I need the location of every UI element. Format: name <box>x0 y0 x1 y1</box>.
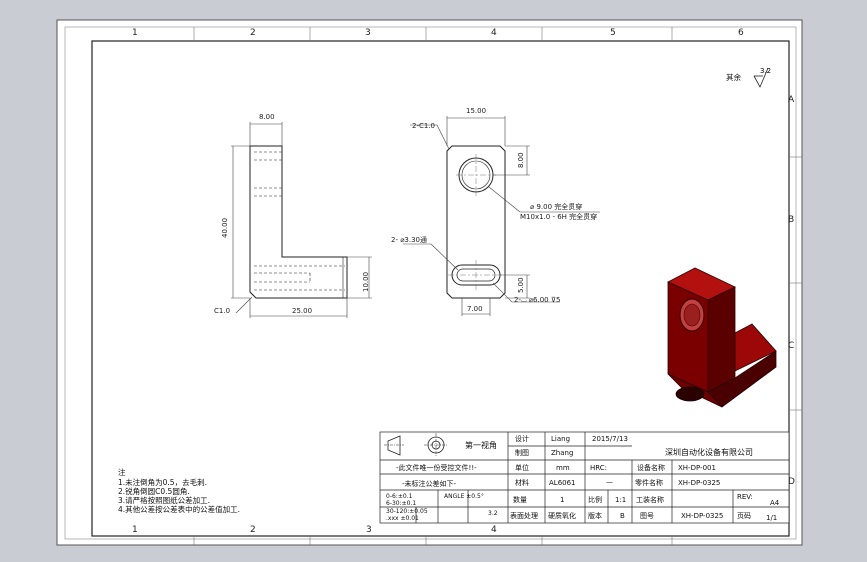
zone-row-a: A <box>788 95 795 105</box>
unit-value: mm <box>556 464 570 472</box>
projection-symbol-icon <box>384 433 448 457</box>
material-label: 材料 <box>515 478 529 487</box>
front-view-dims <box>403 116 600 316</box>
iso-slot <box>675 386 705 402</box>
front-view-outline <box>446 145 506 299</box>
part-name-value: XH-DP-0325 <box>678 479 720 487</box>
tol-line-1: 0-6:±0.1 <box>386 493 413 500</box>
hrc-value: — <box>606 478 613 486</box>
version-value: B <box>620 512 625 520</box>
notes-block: 注 1.未注倒角为0.5，去毛刺. 2.锐角倒圆C0.5圆角. 3.请严格按照图… <box>118 467 240 514</box>
roughness-small: 3.2 <box>488 510 498 517</box>
zone-row-c: C <box>788 341 794 351</box>
version-label: 版本 <box>588 511 602 520</box>
rev-value: A4 <box>770 499 780 507</box>
design-date: 2015/7/13 <box>592 435 628 443</box>
side-view-outline <box>249 145 348 299</box>
design-label: 设计 <box>515 434 529 443</box>
drawing-frame <box>91 40 790 537</box>
device-label: 设备名称 <box>637 463 665 472</box>
page-value: 1/1 <box>766 514 777 522</box>
zone-ticks <box>193 27 802 545</box>
zone-col-2-bottom: 2 <box>250 525 256 535</box>
roughness-label: 其余 <box>726 72 741 82</box>
zone-col-3-bottom: 3 <box>366 525 372 535</box>
zone-col-3: 3 <box>365 28 371 38</box>
dim-side-base-length: 25.00 <box>292 307 312 315</box>
dim-front-hole-offset: 8.00 <box>517 152 525 168</box>
zone-row-d: D <box>788 477 795 487</box>
surface-label: 表面处理 <box>510 511 538 520</box>
title-block-text: 第一视角 设计 Liang 2015/7/13 制图 Zhang 深圳自动化设备… <box>386 434 780 522</box>
zone-col-1-bottom: 1 <box>132 525 138 535</box>
front-slot-note: 2- ⌀3.30通 <box>391 235 427 244</box>
zone-col-5: 5 <box>610 28 616 38</box>
controlled-notice: -此文件唯一份受控文件!!- <box>396 463 477 472</box>
note-line-3: 3.请严格按照图纸公差加工. <box>118 495 210 505</box>
tol-line-3: 30-120:±0.05 <box>386 508 428 515</box>
front-hole-note1: ⌀ 9.00 完全贯穿 <box>530 202 582 211</box>
iso-model <box>667 267 777 408</box>
zone-col-1: 1 <box>132 28 138 38</box>
qty-value: 1 <box>560 496 564 504</box>
dwgno-value: XH-DP-0325 <box>681 512 723 520</box>
dim-side-corner: C1.0 <box>214 307 230 315</box>
tol-line-4: .xxx ±0.01 <box>386 515 419 522</box>
tolerance-notice: -未标注公差如下- <box>402 479 457 488</box>
surface-value: 硬质氧化 <box>548 511 576 520</box>
page-label: 页码 <box>737 512 751 520</box>
front-cbore-note: 2-⌴ ⌀6.00 ⊽5 <box>514 296 560 304</box>
part-name-label: 零件名称 <box>635 478 663 487</box>
angle-tolerance: ANGLE ±0.5° <box>444 493 484 500</box>
dwgno-label: 图号 <box>640 512 654 520</box>
unit-label: 单位 <box>515 463 529 472</box>
station-label: 工装名称 <box>636 495 664 504</box>
dim-front-chamfer: 2-C1.0 <box>412 122 435 130</box>
qty-label: 数量 <box>513 495 527 504</box>
note-line-1: 1.未注倒角为0.5，去毛刺. <box>118 477 207 487</box>
front-centerlines <box>448 154 504 290</box>
dim-side-slot-height: 10.00 <box>362 272 370 292</box>
zone-col-2: 2 <box>250 28 256 38</box>
zone-labels: 1 2 3 4 5 6 1 2 3 4 A B C D <box>132 28 795 535</box>
projection-label: 第一视角 <box>465 440 497 450</box>
scale-value: 1:1 <box>615 496 626 504</box>
note-line-2: 2.锐角倒圆C0.5圆角. <box>118 486 190 496</box>
slot-inner <box>456 268 496 282</box>
dim-side-height: 40.00 <box>221 218 229 238</box>
zone-col-6: 6 <box>738 28 744 38</box>
roughness-symbol: 其余 3.2 <box>726 67 771 88</box>
dim-front-slot-offset: 5.00 <box>517 277 525 293</box>
notes-title: 注 <box>118 467 126 477</box>
material-value: AL6061 <box>549 479 576 487</box>
side-view <box>249 145 348 299</box>
hrc-label: HRC: <box>590 464 607 472</box>
rev-label: REV: <box>737 493 753 501</box>
drawn-name: Zhang <box>551 449 573 457</box>
title-block <box>379 431 790 524</box>
dim-front-width: 15.00 <box>466 107 486 115</box>
note-line-4: 4.其他公差按公差表中的公差值加工. <box>118 504 240 514</box>
dim-side-top-width: 8.00 <box>259 113 275 121</box>
tol-line-2: 6-30:±0.1 <box>386 500 416 507</box>
roughness-check-icon <box>753 67 769 88</box>
zone-col-4: 4 <box>491 28 497 38</box>
roughness-value: 3.2 <box>760 67 771 75</box>
design-name: Liang <box>551 435 570 443</box>
company-name: 深圳自动化设备有限公司 <box>665 447 753 457</box>
dim-front-slot-width: 7.00 <box>467 305 483 313</box>
drawn-label: 制图 <box>515 448 529 457</box>
device-value: XH-DP-001 <box>678 464 716 472</box>
zone-col-4-bottom: 4 <box>491 525 497 535</box>
front-hole-note2: M10x1.0 - 6H 完全贯穿 <box>520 212 597 221</box>
zone-row-b: B <box>788 215 794 225</box>
scale-label: 比例 <box>588 495 602 504</box>
side-view-dims <box>231 122 372 318</box>
slot-outer <box>451 264 501 286</box>
